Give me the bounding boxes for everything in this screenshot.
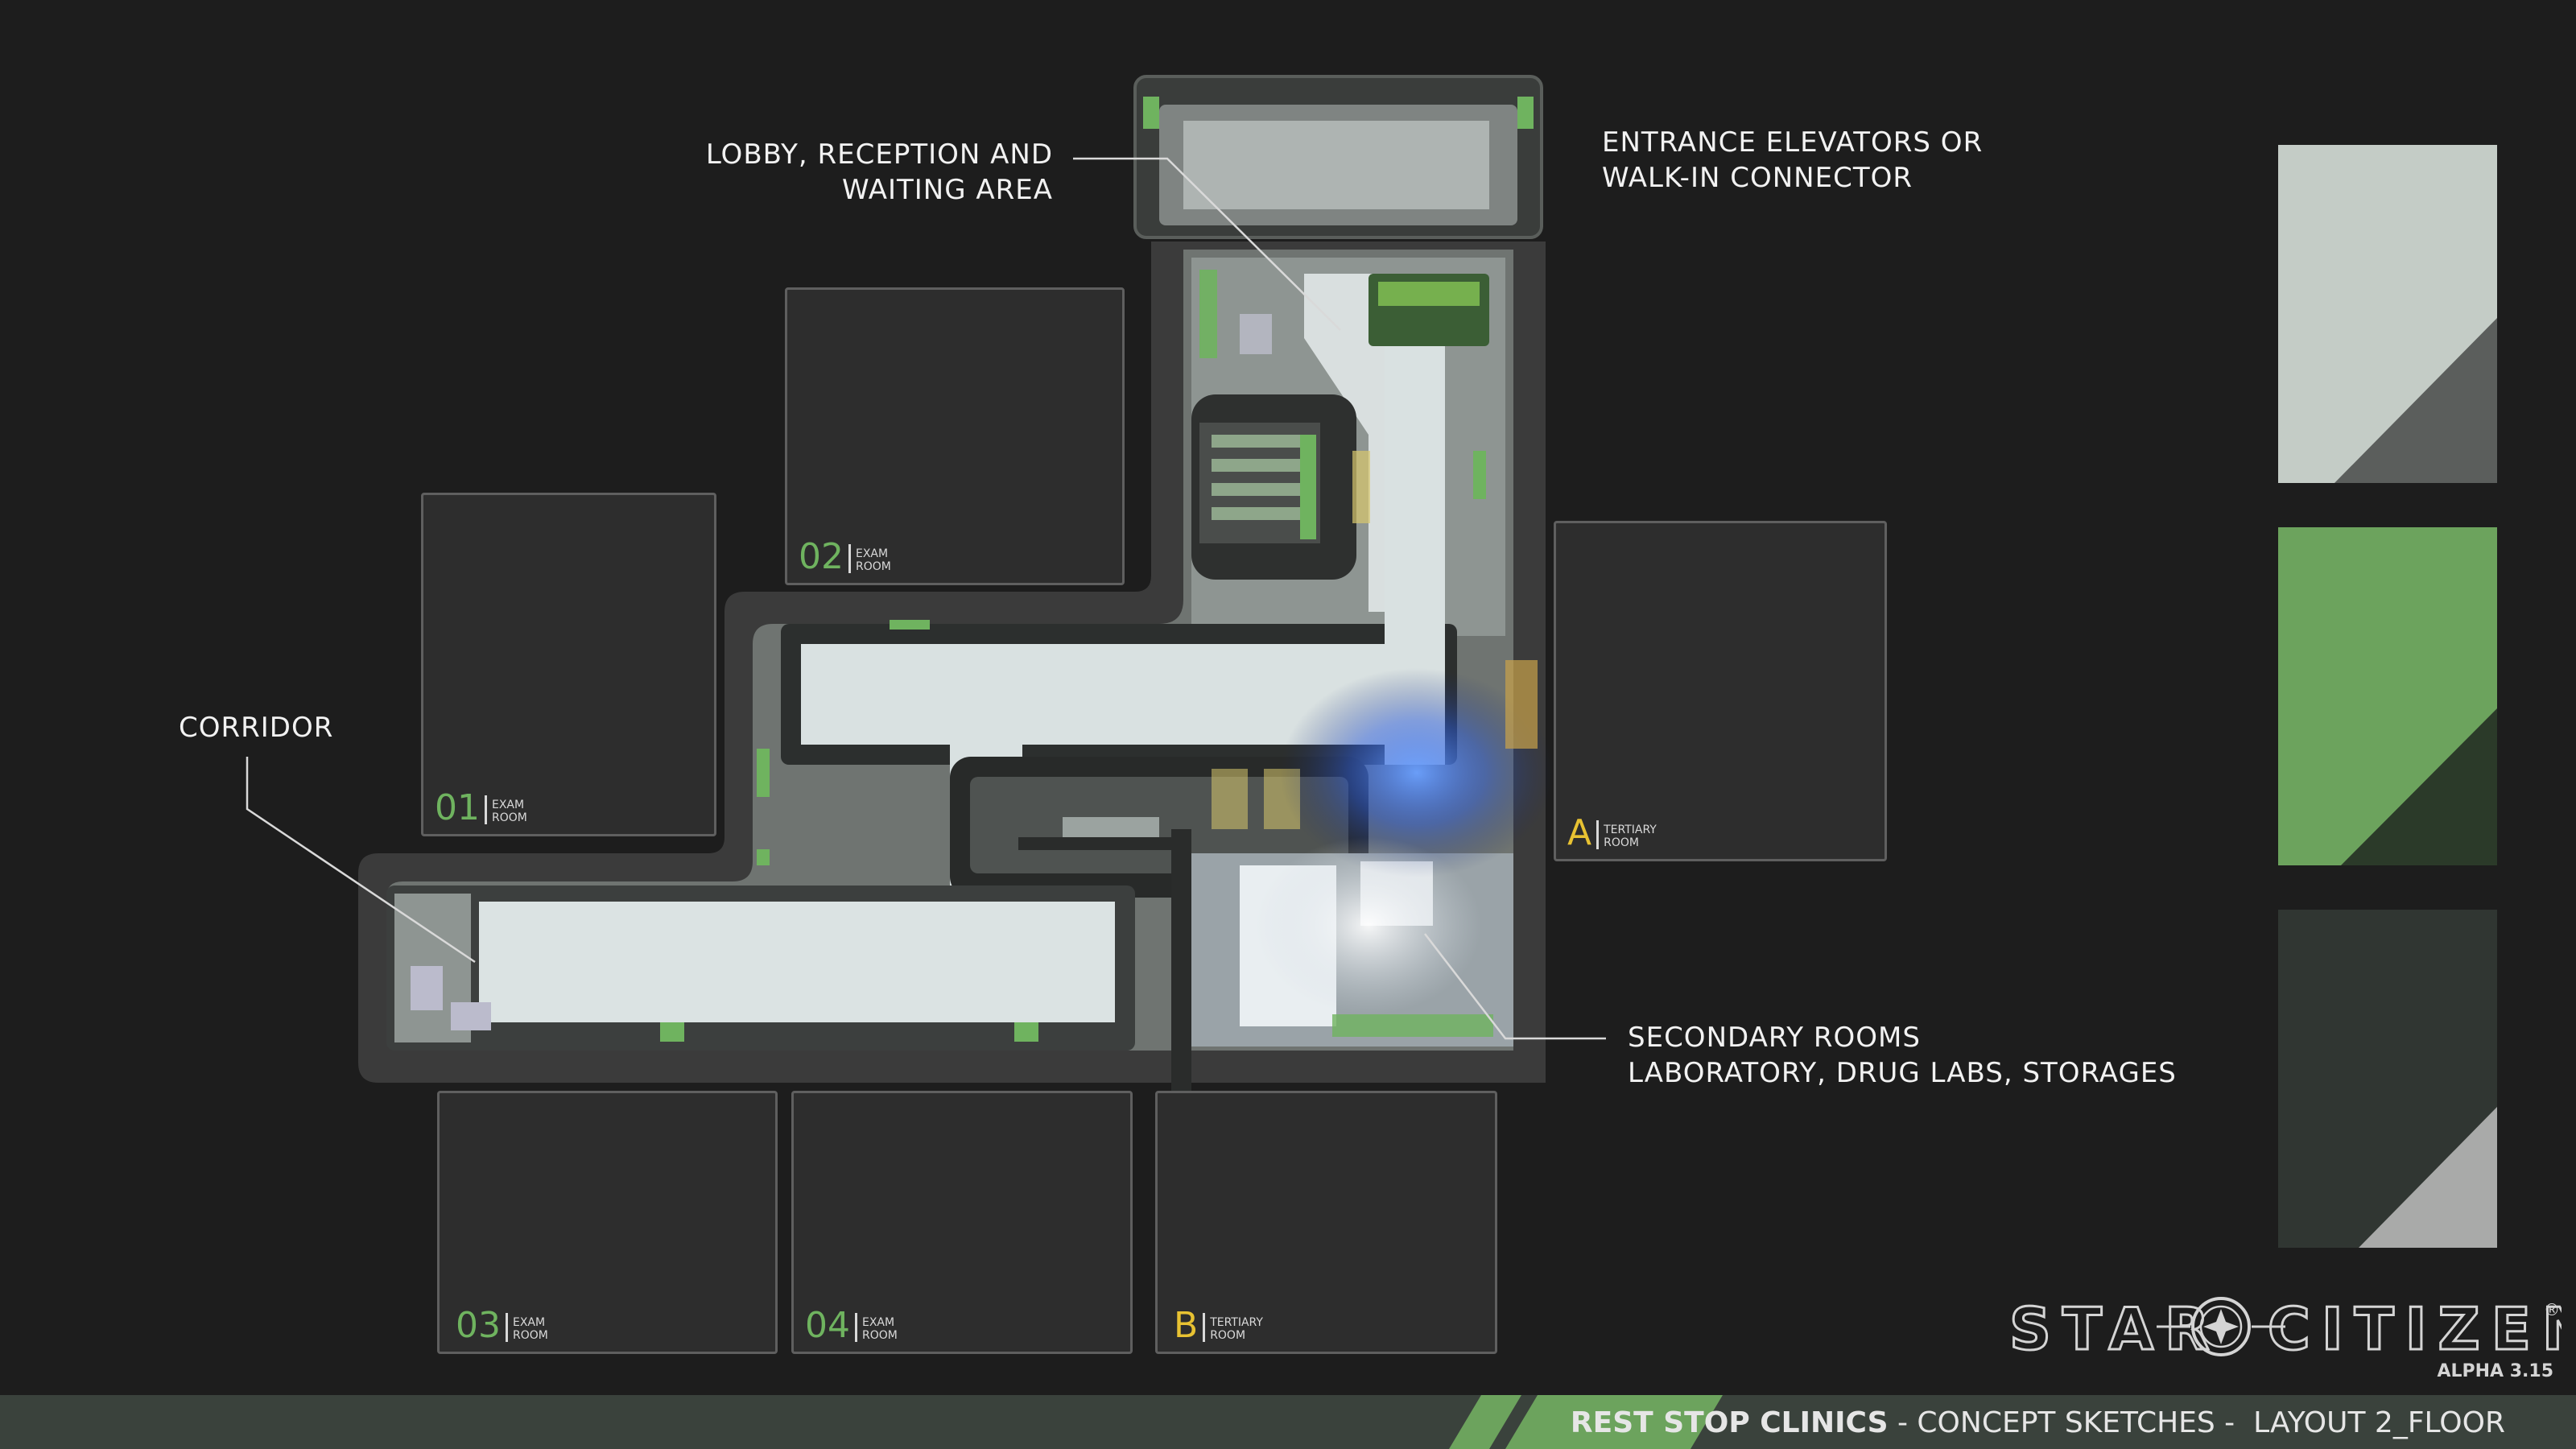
lobby-callout: LOBBY, RECEPTION AND WAITING AREA <box>706 137 1053 208</box>
room-divider <box>506 1313 508 1342</box>
secondary-leader-line <box>1424 933 1606 1040</box>
room-type-line1: TERTIARY <box>1604 824 1657 836</box>
room-number: A <box>1567 812 1592 853</box>
room-number: 02 <box>799 536 844 577</box>
room-divider <box>485 795 487 824</box>
footer-subtitle: - CONCEPT SKETCHES - LAYOUT 2_FLOOR <box>1888 1406 2505 1439</box>
room-type-line2: ROOM <box>862 1329 898 1342</box>
room-number: 03 <box>456 1305 501 1346</box>
tertiary-room-b: B TERTIARY ROOM <box>1155 1091 1497 1354</box>
swatch-green-corner <box>2341 708 2497 865</box>
swatch-light <box>2278 145 2497 483</box>
lobby-leader-line <box>1073 157 1341 331</box>
room-number: 01 <box>435 787 480 828</box>
room-type-line1: EXAM <box>862 1316 895 1329</box>
lobby-callout-line1: LOBBY, RECEPTION AND <box>705 138 1053 171</box>
room-type-line2: ROOM <box>513 1329 548 1342</box>
swatch-light-corner <box>2334 318 2497 483</box>
room-divider <box>855 1313 857 1342</box>
secondary-callout-line1: SECONDARY ROOMS <box>1628 1022 1921 1054</box>
secondary-zone <box>1171 660 1554 1095</box>
waiting-block <box>1191 394 1356 580</box>
footer-title: REST STOP CLINICS <box>1570 1406 1889 1439</box>
logo-emblem-icon <box>2157 1297 2285 1356</box>
entrance-callout-line1: ENTRANCE ELEVATORS OR <box>1602 126 1984 159</box>
logo-text-left: STAR <box>2009 1295 2221 1363</box>
logo-text-right: CITIZEN <box>2268 1295 2562 1363</box>
star-citizen-logo: STAR CITIZEN ® ALPHA 3.15 <box>2006 1294 2576 1383</box>
exam-room-04: 04 EXAM ROOM <box>791 1091 1133 1354</box>
lower-corridor <box>386 886 1135 1051</box>
corridor-callout: CORRIDOR <box>179 712 334 744</box>
room-type-line2: ROOM <box>492 811 527 824</box>
room-number: 04 <box>805 1305 850 1346</box>
exam-room-01: 01 EXAM ROOM <box>421 493 716 836</box>
room-divider <box>1596 820 1600 849</box>
exam-room-03: 03 EXAM ROOM <box>437 1091 778 1354</box>
entrance-callout: ENTRANCE ELEVATORS OR WALK-IN CONNECTOR <box>1602 125 1983 196</box>
room-divider <box>1203 1313 1206 1342</box>
entrance-block <box>1133 75 1543 239</box>
room-divider <box>848 544 851 573</box>
footer-caption: REST STOP CLINICS - CONCEPT SKETCHES - L… <box>1571 1407 2505 1439</box>
entrance-callout-line2: WALK-IN CONNECTOR <box>1602 162 1913 194</box>
logo-version: ALPHA 3.15 <box>2437 1361 2553 1381</box>
room-type-line1: EXAM <box>513 1316 546 1329</box>
corridor-leader-line <box>246 757 476 964</box>
room-type-line1: EXAM <box>492 799 525 811</box>
lobby-callout-line2: WAITING AREA <box>841 174 1053 206</box>
swatch-dark-corner <box>2359 1107 2497 1248</box>
room-number: B <box>1174 1305 1199 1346</box>
secondary-callout-line2: LABORATORY, DRUG LABS, STORAGES <box>1628 1057 2177 1089</box>
tertiary-room-a: A TERTIARY ROOM <box>1554 521 1887 861</box>
secondary-callout: SECONDARY ROOMS LABORATORY, DRUG LABS, S… <box>1628 1020 2177 1091</box>
logo-registered: ® <box>2544 1300 2560 1319</box>
hazard-stripes <box>1352 451 1370 523</box>
room-type-line2: ROOM <box>856 560 891 573</box>
footer-bar <box>0 1395 2576 1449</box>
wall-accents <box>660 451 1486 1042</box>
footer-stripes <box>1449 1395 1723 1449</box>
room-type-line1: EXAM <box>856 547 889 560</box>
exam-room-02: 02 EXAM ROOM <box>785 287 1125 585</box>
swatch-green <box>2278 527 2497 865</box>
room-type-line2: ROOM <box>1604 836 1639 849</box>
room-type-line2: ROOM <box>1210 1329 1246 1342</box>
swatch-dark <box>2278 910 2497 1248</box>
room-type-line1: TERTIARY <box>1210 1316 1263 1329</box>
